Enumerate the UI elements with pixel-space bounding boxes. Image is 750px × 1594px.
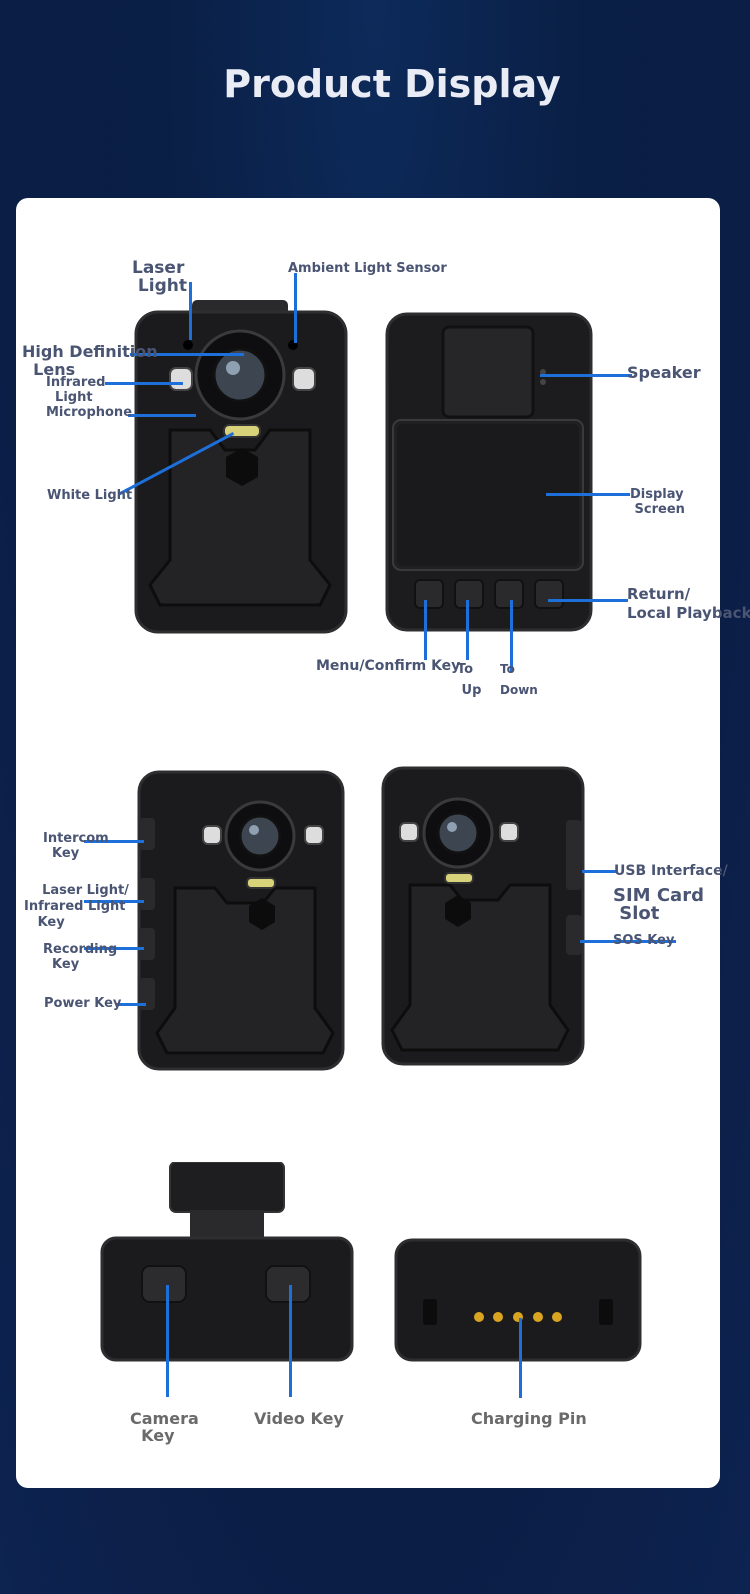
callout-line [294,273,297,343]
label-intercom-key: Intercom Key [43,831,109,861]
callout-line [582,870,616,873]
label-white-light: White Light [47,488,133,503]
callout-line [116,1003,146,1006]
label-display-screen: Display Screen [630,487,685,517]
label-charging-pin: Charging Pin [471,1409,587,1428]
callout-line [546,493,630,496]
label-infrared-light: Infrared Light [46,375,106,405]
callout-line [128,414,196,417]
label-laser-light: Laser Light [132,258,187,296]
callout-line [548,599,628,602]
callout-line [130,353,244,356]
label-sos-key: SOS Key [613,933,675,948]
camera-left-side-view [137,770,345,1071]
label-microphone: Microphone [46,405,133,420]
label-recording-key: Recording Key [43,942,118,972]
callout-line [289,1285,292,1397]
callout-line [519,1318,522,1398]
camera-right-side-view [381,766,585,1066]
label-to-up: To Up [457,662,482,698]
callout-line [189,282,192,340]
label-power-key: Power Key [44,996,122,1011]
label-sim-card-slot: SIM Card Slot [613,885,704,924]
camera-bottom-view [394,1238,642,1362]
label-laser-infrared-key: Laser Light/ Infrared Light Key [24,883,129,930]
camera-top-view [100,1162,354,1362]
callout-line [466,600,469,660]
callout-line [510,600,513,672]
label-return-playback: Return/ Local Playback [627,585,750,622]
callout-line [580,940,676,943]
camera-back-view [385,312,593,632]
camera-front-view [134,300,348,634]
label-ambient-light-sensor: Ambient Light Sensor [288,261,447,276]
callout-line [84,900,144,903]
callout-line [540,374,632,377]
label-hd-lens: High Definition Lens [22,342,158,379]
label-usb-interface: USB Interface/ [614,863,728,879]
callout-line [105,382,183,385]
callout-line [424,600,427,660]
callout-line [166,1285,169,1397]
page-title: Product Display [223,62,561,106]
callout-line [84,840,144,843]
label-menu-confirm-key: Menu/Confirm Key [316,658,461,674]
callout-line [84,947,144,950]
label-video-key: Video Key [254,1409,344,1428]
label-camera-key: Camera Key [130,1409,199,1445]
label-speaker: Speaker [627,363,701,382]
label-to-down: To Down [500,662,538,697]
